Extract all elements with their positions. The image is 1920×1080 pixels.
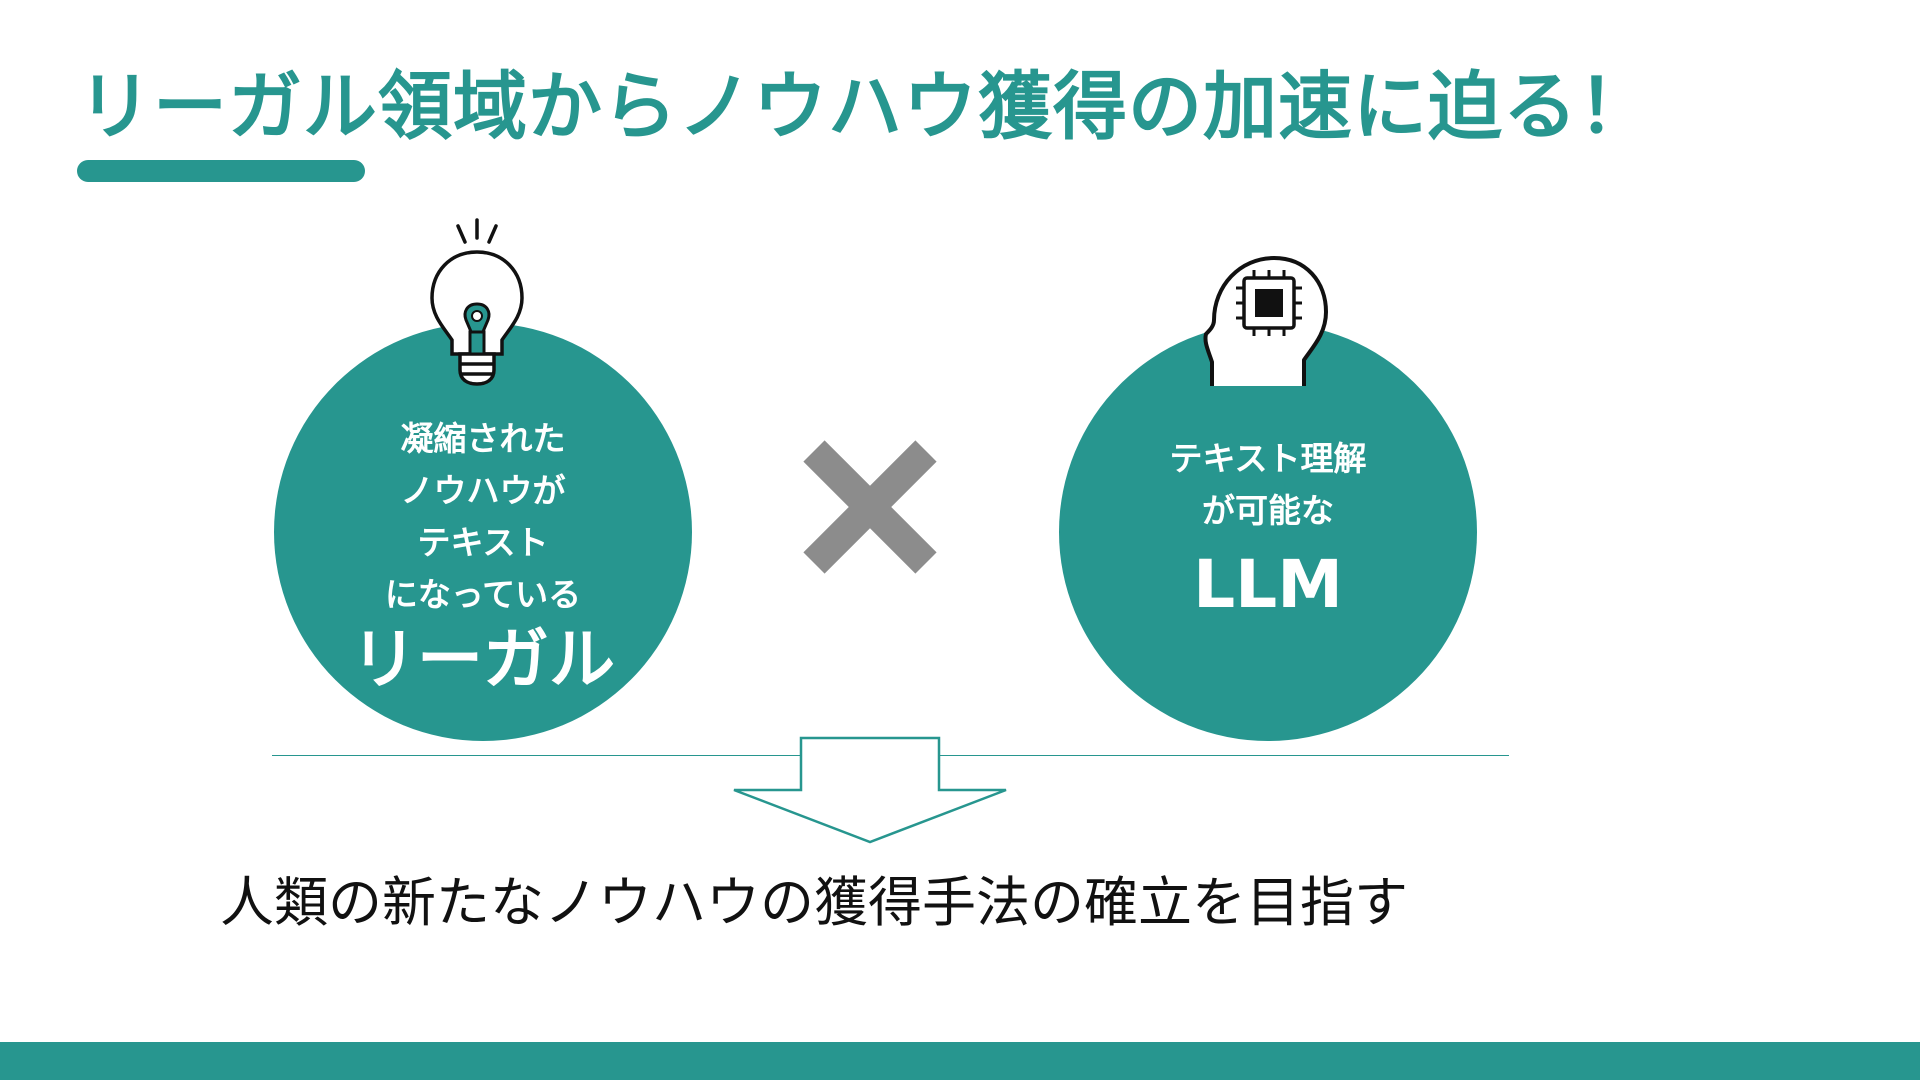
ai-head-chip-icon xyxy=(1203,256,1328,386)
llm-line-1: テキスト理解 xyxy=(1169,439,1367,478)
legal-circle: 凝縮された ノウハウが テキスト になっている リーガル xyxy=(274,323,692,741)
llm-line-2: が可能な xyxy=(1202,491,1334,530)
legal-line-1: 凝縮された xyxy=(400,419,566,458)
llm-emphasis: LLM xyxy=(1193,546,1343,623)
legal-line-2: ノウハウが xyxy=(400,471,566,510)
llm-description: テキスト理解 が可能な xyxy=(1059,433,1477,537)
footer-bar xyxy=(0,1042,1920,1080)
title-underline xyxy=(77,160,365,182)
legal-line-3: テキスト xyxy=(417,523,549,562)
slide-title: リーガル領域からノウハウ獲得の加速に迫る！ xyxy=(78,64,1653,150)
llm-circle: テキスト理解 が可能な LLM xyxy=(1059,323,1477,741)
times-icon xyxy=(803,440,937,574)
conclusion-text: 人類の新たなノウハウの獲得手法の確立を目指す xyxy=(220,871,1408,934)
legal-description: 凝縮された ノウハウが テキスト になっている xyxy=(274,413,692,621)
lightbulb-icon xyxy=(430,218,524,386)
down-arrow-icon xyxy=(733,736,1007,844)
legal-line-4: になっている xyxy=(384,575,582,614)
legal-emphasis: リーガル xyxy=(351,621,615,698)
